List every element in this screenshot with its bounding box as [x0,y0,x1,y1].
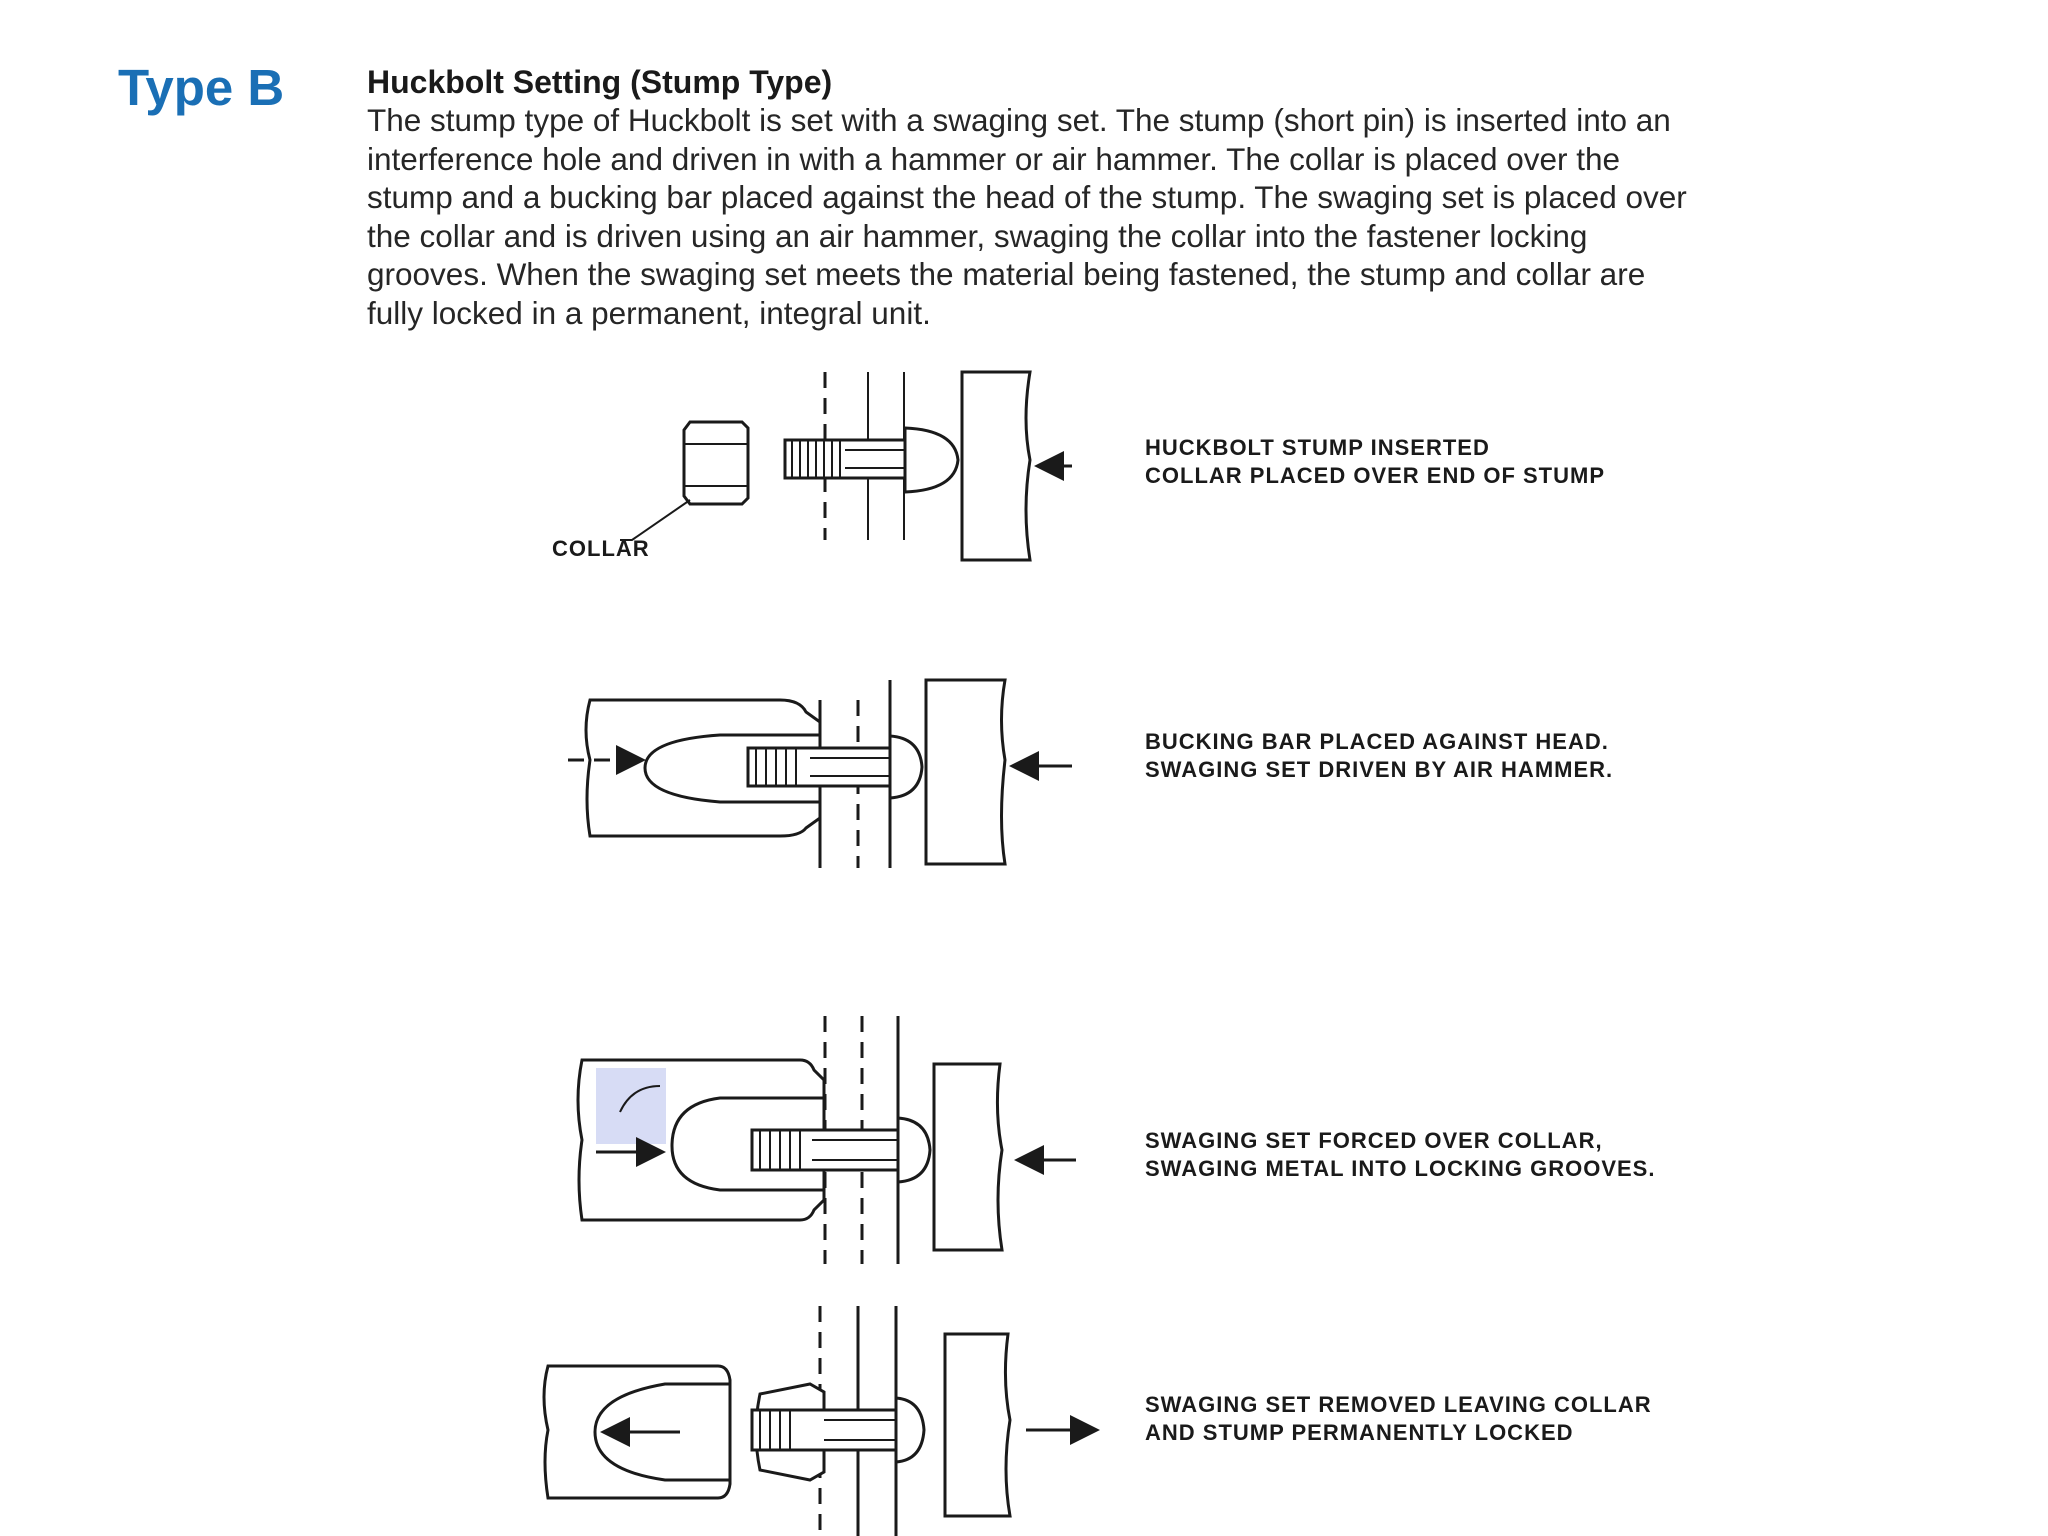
description-paragraph: The stump type of Huckbolt is set with a… [367,101,1907,333]
step-1-caption-line-1: HUCKBOLT STUMP INSERTED [1145,435,1490,460]
highlight-box [596,1068,666,1144]
step-1-illustration [620,370,1072,562]
step-1-caption-line-2: COLLAR PLACED OVER END OF STUMP [1145,463,1605,488]
collar-leader-line [620,499,691,541]
bucking-block [960,370,1032,562]
step-2-illustration [568,678,1072,868]
step-3-caption-line-2: SWAGING METAL INTO LOCKING GROOVES. [1145,1156,1655,1181]
swaging-set [576,1058,826,1222]
step-4-caption-line-1: SWAGING SET REMOVED LEAVING COLLAR [1145,1392,1652,1417]
paragraph-line: The stump type of Huckbolt is set with a… [367,102,1671,138]
paragraph-line: grooves. When the swaging set meets the … [367,256,1646,293]
step-3-caption-line-1: SWAGING SET FORCED OVER COLLAR, [1145,1128,1603,1153]
paragraph-line: interference hole and driven in with a h… [367,140,1621,177]
paragraph-line: the collar and is driven using an air ha… [367,217,1588,254]
step-2-caption-line-1: BUCKING BAR PLACED AGAINST HEAD. [1145,729,1609,754]
paragraph-line: fully locked in a permanent, integral un… [367,294,931,331]
type-label: Type B [118,59,285,116]
step-4-illustration [542,1306,1100,1536]
paragraph-line: stump and a bucking bar placed against t… [367,179,1687,216]
swaging-set [542,1364,732,1500]
collar-part [682,420,750,506]
step-2-caption-line-2: SWAGING SET DRIVEN BY AIR HAMMER. [1145,757,1613,782]
step-4-caption-line-2: AND STUMP PERMANENTLY LOCKED [1145,1420,1574,1445]
section-heading: Huckbolt Setting (Stump Type) [367,64,833,100]
collar-label: COLLAR [552,536,650,561]
swaging-set [584,698,822,838]
stump-part [783,426,960,494]
step-3-illustration [576,1016,1076,1264]
